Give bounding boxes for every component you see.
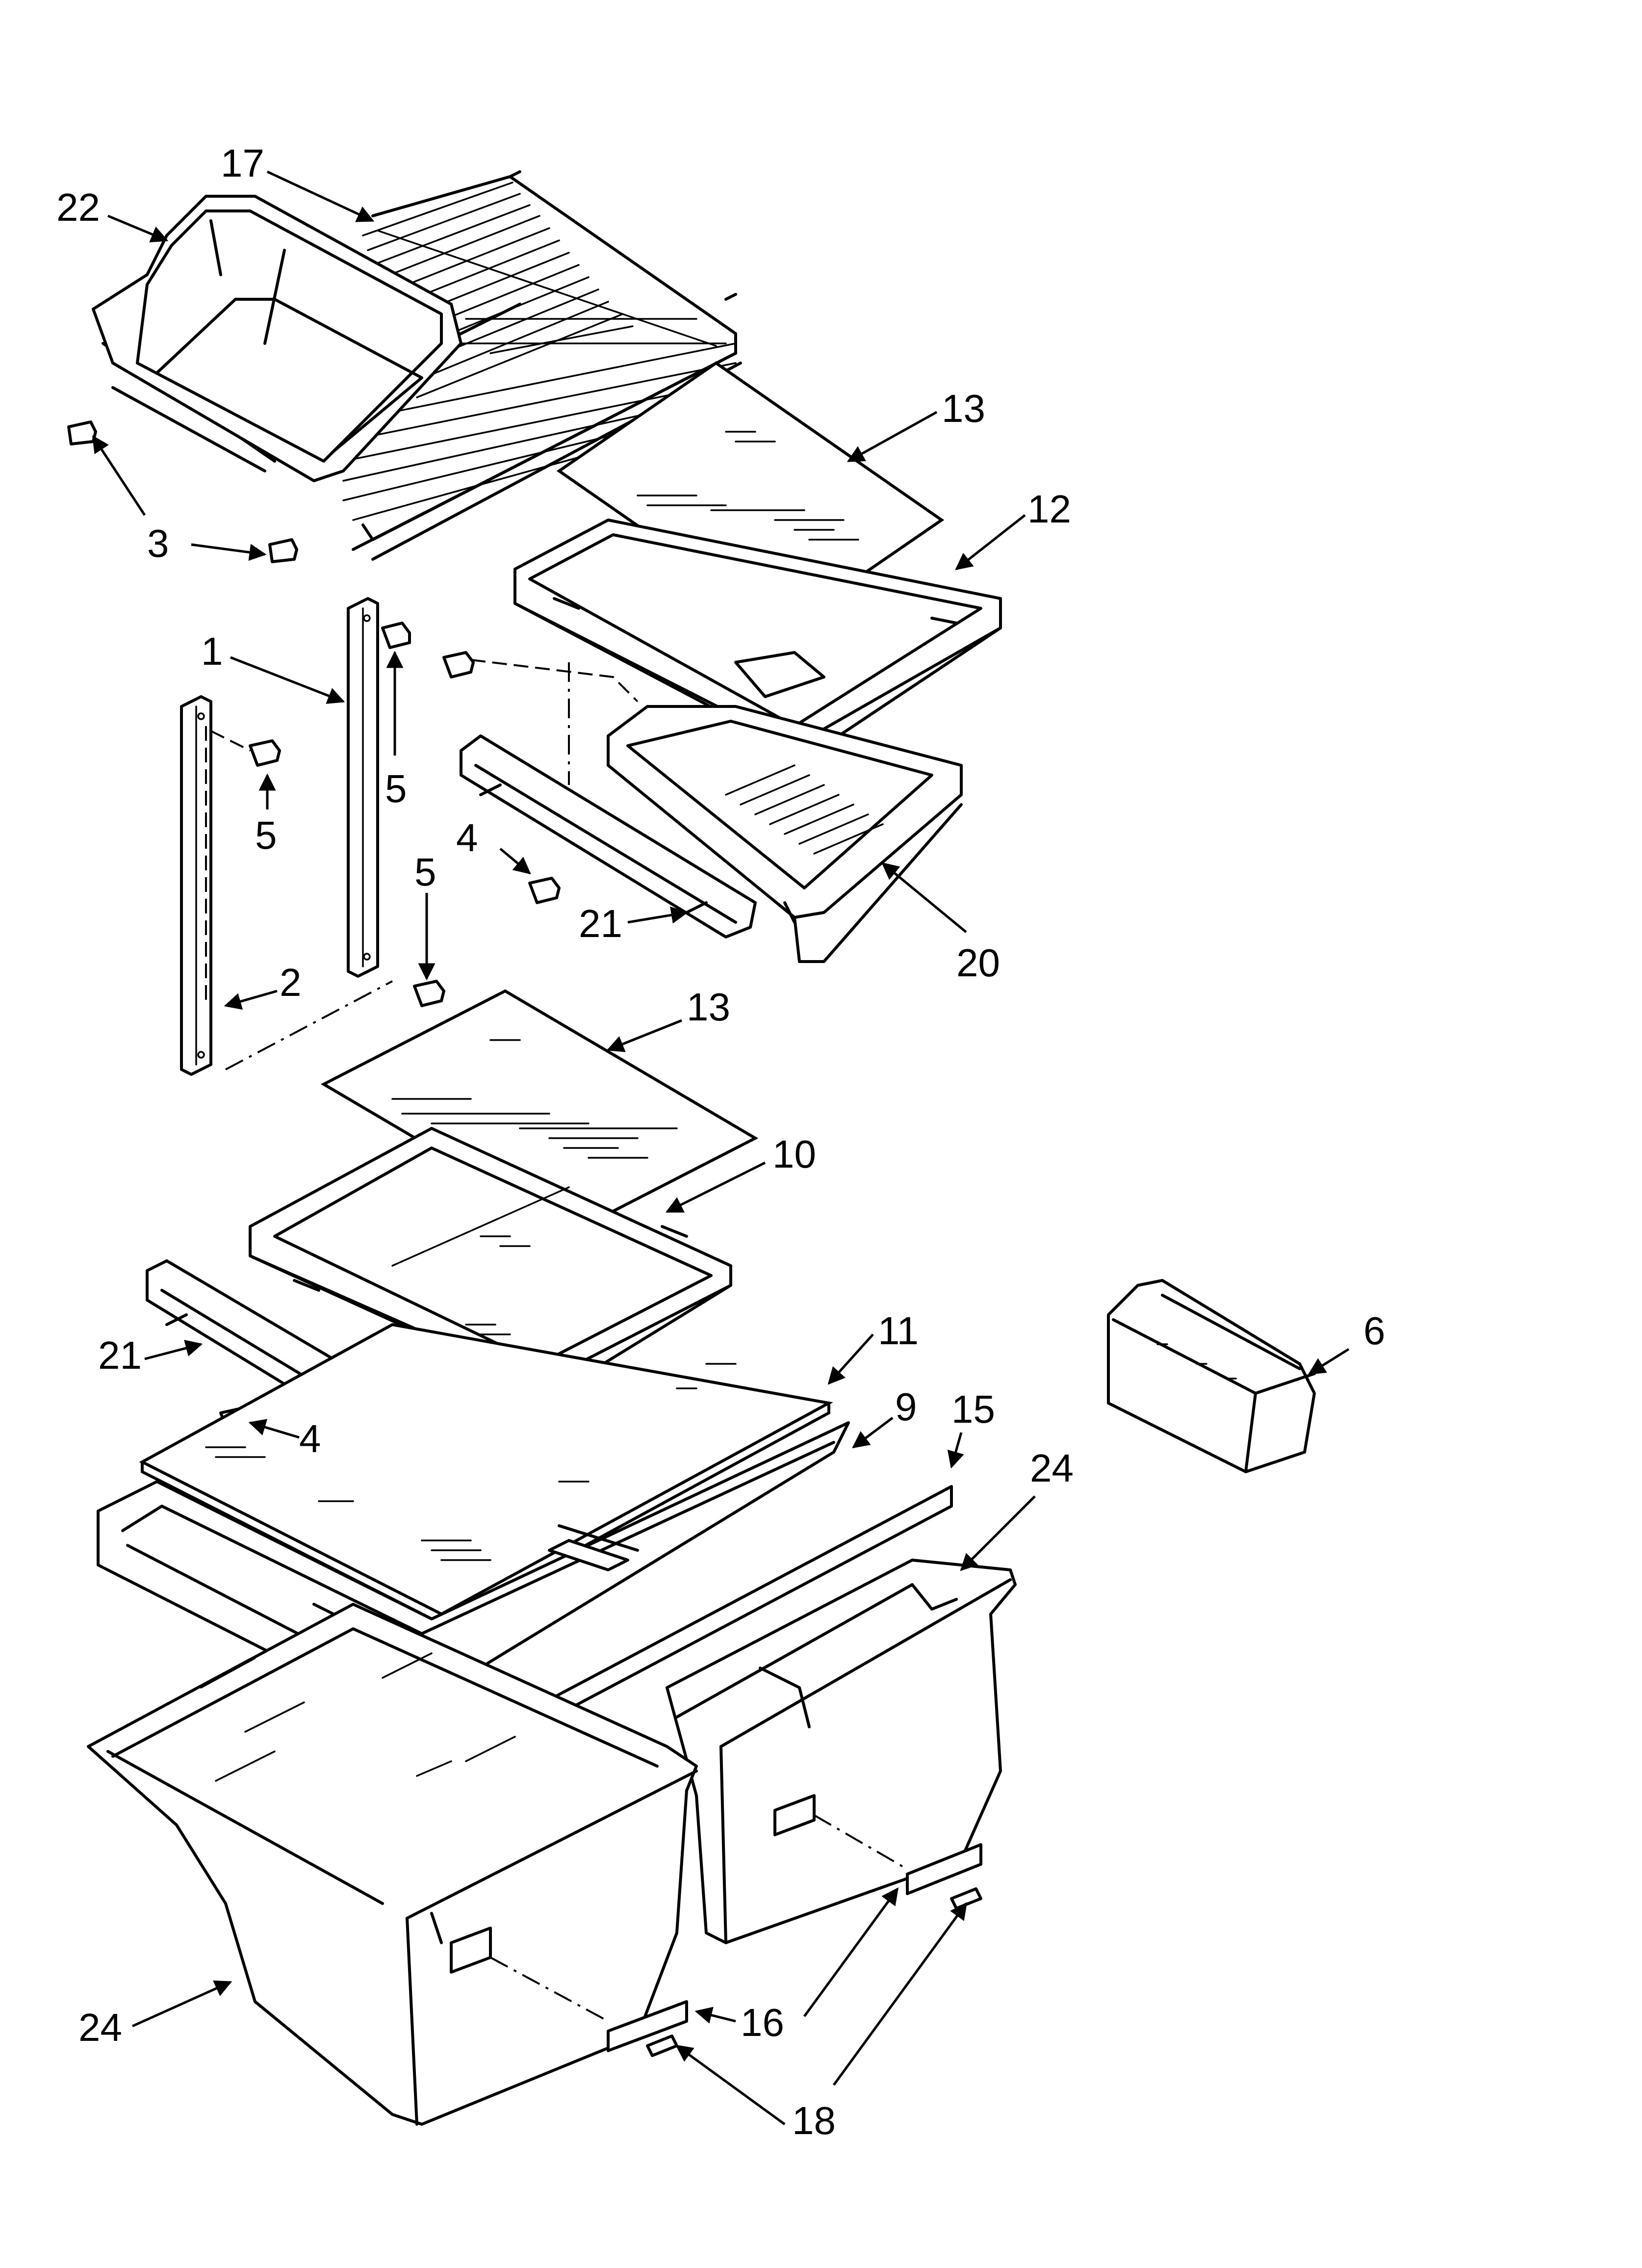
crisper-glass-cover xyxy=(139,1323,833,1625)
crisper-drawer-right xyxy=(666,1559,1017,1944)
shelf-rail-right xyxy=(347,597,379,978)
shelf-rail-left xyxy=(180,695,212,1076)
callout-24-left: 24 xyxy=(78,2006,122,2049)
callout-17: 17 xyxy=(221,141,264,185)
callout-21-upper: 21 xyxy=(579,902,622,945)
callout-10: 10 xyxy=(772,1132,816,1176)
meat-drawer xyxy=(607,651,963,963)
callout-13-upper: 13 xyxy=(942,387,985,430)
callout-13-lower: 13 xyxy=(687,985,730,1029)
callout-1: 1 xyxy=(201,629,223,673)
callout-labels: 22 17 13 12 3 1 5 5 4 21 20 5 2 13 10 6 … xyxy=(56,141,1385,2142)
door-bin xyxy=(1107,1279,1316,1473)
callout-18: 18 xyxy=(792,2099,836,2142)
callout-4-upper: 4 xyxy=(456,816,478,860)
callout-22: 22 xyxy=(56,185,100,229)
callout-20: 20 xyxy=(956,941,1000,985)
shelf-frame-upper xyxy=(513,519,1002,767)
callout-3: 3 xyxy=(147,521,169,565)
shelf-bracket-upper xyxy=(460,734,757,938)
callout-5-b: 5 xyxy=(255,813,277,857)
callout-12: 12 xyxy=(1027,487,1071,531)
callout-5-c: 5 xyxy=(414,850,436,894)
callout-24-right: 24 xyxy=(1030,1446,1074,1490)
callout-4-lower: 4 xyxy=(299,1417,321,1460)
callout-16: 16 xyxy=(741,2001,784,2044)
callout-2: 2 xyxy=(280,961,302,1004)
deli-bin xyxy=(92,195,462,482)
callout-15: 15 xyxy=(951,1387,995,1431)
callout-11: 11 xyxy=(878,1309,919,1353)
leader-lines xyxy=(92,170,1350,2126)
screws xyxy=(219,622,561,1434)
callout-6: 6 xyxy=(1363,1309,1385,1353)
callout-5-a: 5 xyxy=(385,767,407,810)
callout-21-lower: 21 xyxy=(98,1333,142,1377)
callout-9: 9 xyxy=(895,1385,917,1429)
